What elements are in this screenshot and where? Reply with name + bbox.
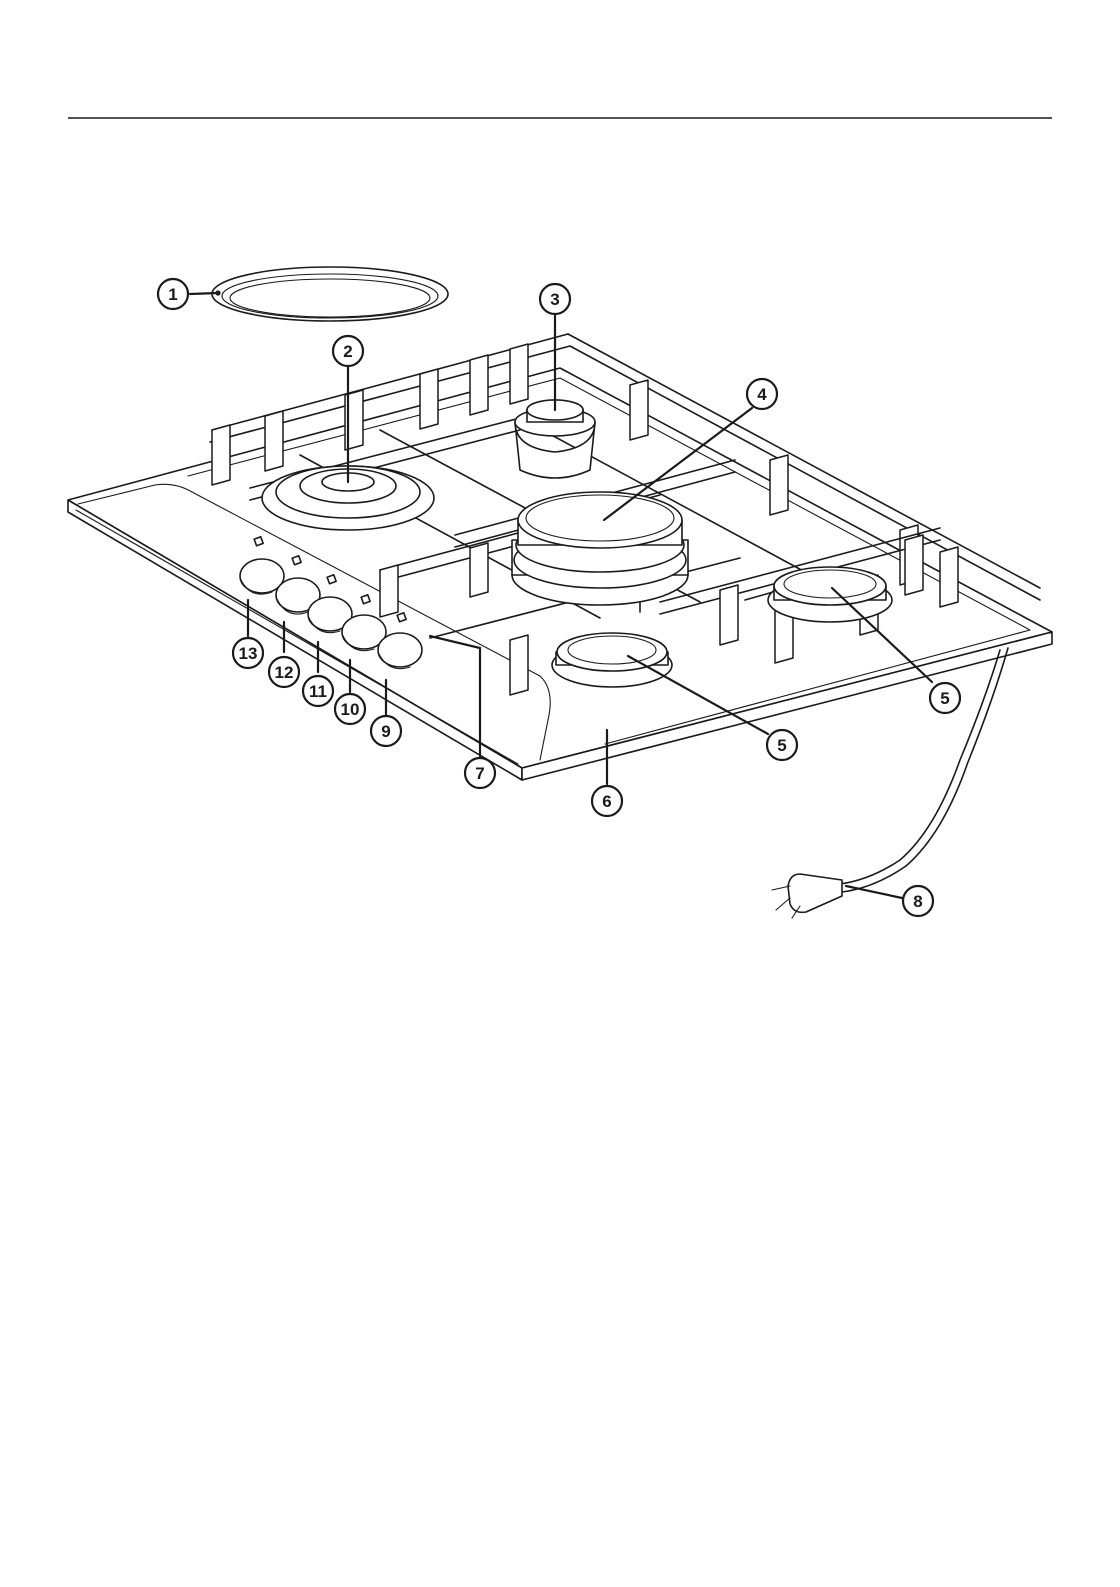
callout-label: 4 [757, 385, 767, 404]
callout-13: 13 [233, 638, 263, 668]
callout-10: 10 [335, 694, 365, 724]
callout-label: 6 [602, 792, 611, 811]
callout-11: 11 [303, 676, 333, 706]
callout-label: 9 [381, 722, 390, 741]
callout-label: 7 [475, 764, 484, 783]
callout-label: 13 [239, 644, 258, 663]
callout-12: 12 [269, 657, 299, 687]
plug-icon [772, 874, 842, 918]
callout-label: 1 [168, 285, 177, 304]
callout-label: 10 [341, 700, 360, 719]
callout-label: 2 [343, 342, 352, 361]
ring-ellipse-part [212, 267, 448, 321]
callout-8: 8 [903, 886, 933, 916]
callout-2: 2 [333, 336, 363, 366]
callout-5a: 5 [930, 683, 960, 713]
burner-front-centre [552, 633, 672, 687]
burner-right-front [768, 567, 892, 622]
burner-centre-wok [512, 492, 688, 605]
callout-label: 8 [913, 892, 922, 911]
callout-label: 5 [940, 689, 949, 708]
callout-4: 4 [747, 379, 777, 409]
callout-7: 7 [465, 758, 495, 788]
callout-1: 1 [158, 279, 188, 309]
callout-6: 6 [592, 786, 622, 816]
callout-3: 3 [540, 284, 570, 314]
callout-label: 5 [777, 736, 786, 755]
callout-label: 12 [275, 663, 294, 682]
callout-label: 11 [309, 682, 327, 701]
callout-5b: 5 [767, 730, 797, 760]
callout-9: 9 [371, 716, 401, 746]
callout-label: 3 [550, 290, 559, 309]
